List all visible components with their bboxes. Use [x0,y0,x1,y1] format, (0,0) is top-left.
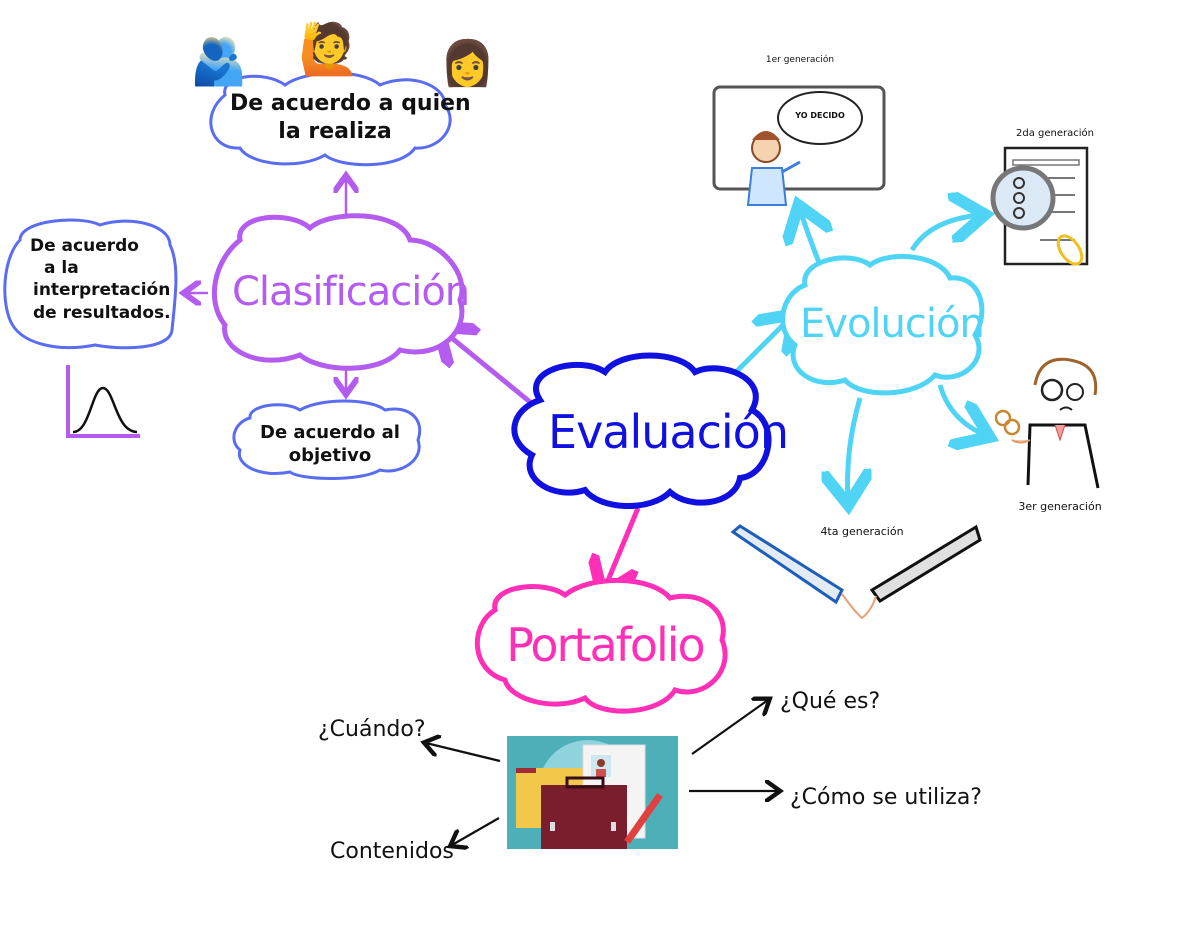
speech-bubble-text: YO DECIDO [795,111,845,120]
portafolio-title: Portafolio [506,618,705,672]
question-contenidos: Contenidos [330,839,454,864]
connectors [186,178,985,845]
fourth-generation-label: 4ta generación [820,525,904,538]
interpretacion-cloud [3,218,178,350]
first-generation-illustration [712,85,886,206]
arrow-evolucion-to-g1 [800,210,820,266]
quien-cloud [209,71,452,167]
clasificacion-cloud [211,213,465,371]
question-que-es: ¿Qué es? [780,689,881,714]
arrow-evolucion-to-g4 [848,397,861,500]
third-generation-label: 3er generación [1018,500,1102,513]
portfolio-image [507,736,678,849]
fourth-generation-illustration [730,524,982,620]
interpretacion-line3: interpretación [33,280,171,300]
people-hugging-icon: 🫂 [190,34,248,88]
question-cuando: ¿Cuándo? [318,717,426,742]
arrow-to-que-es [691,700,768,755]
arrow-to-cuando [426,743,501,763]
objetivo-cloud [232,399,422,480]
portafolio-cloud [474,577,728,714]
arrow-evolucion-to-g2 [909,215,980,252]
arrow-evaluacion-to-evolucion [726,318,790,382]
quien-text-line2: la realiza [278,119,392,144]
interpretacion-line2: a la [44,258,79,278]
first-generation-label: 1er generación [765,55,835,65]
person-raising-hand-icon: 🙋 [298,20,361,78]
arrow-evaluacion-to-clasificacion [442,330,532,404]
interpretacion-line1: De acuerdo [30,236,139,256]
arrow-evolucion-to-g3 [937,384,985,435]
evolucion-cloud [780,253,985,396]
bell-curve-icon [66,365,140,438]
arrow-evaluacion-to-portafolio [604,507,641,590]
second-generation-label: 2da generación [1016,128,1094,139]
quien-text-line1: De acuerdo a quien [230,91,471,116]
evolucion-title: Evolución [800,301,985,347]
central-title: Evaluación [548,405,789,459]
central-cloud [511,352,772,510]
objetivo-line2: objetivo [288,445,372,466]
teacher-icon: 👩 [440,38,495,89]
objetivo-line1: De acuerdo al [260,422,400,443]
question-como-se-utiliza: ¿Cómo se utiliza? [790,785,982,810]
interpretacion-line4: de resultados. [33,303,171,323]
clasificacion-title: Clasificación [232,269,470,315]
third-generation-illustration [994,357,1100,489]
arrow-to-contenidos [452,817,500,845]
second-generation-illustration [990,146,1089,266]
